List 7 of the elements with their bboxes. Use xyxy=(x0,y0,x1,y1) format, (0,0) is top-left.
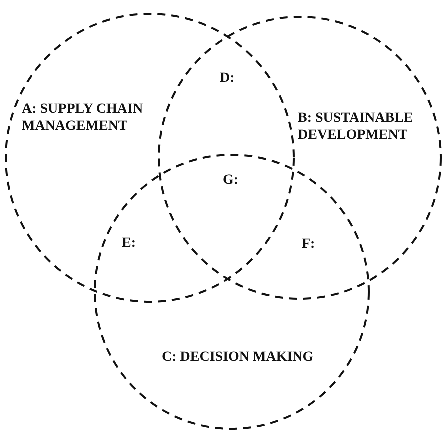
set-label: A: SUPPLY CHAIN MANAGEMENT xyxy=(22,101,144,135)
overlap-label: F: xyxy=(302,236,316,253)
overlap-label: G: xyxy=(223,172,239,189)
set-label: B: SUSTAINABLE DEVELOPMENT xyxy=(298,110,414,144)
overlap-label: E: xyxy=(122,235,136,252)
overlap-label: D: xyxy=(220,70,235,87)
set-label: C: DECISION MAKING xyxy=(162,349,315,366)
